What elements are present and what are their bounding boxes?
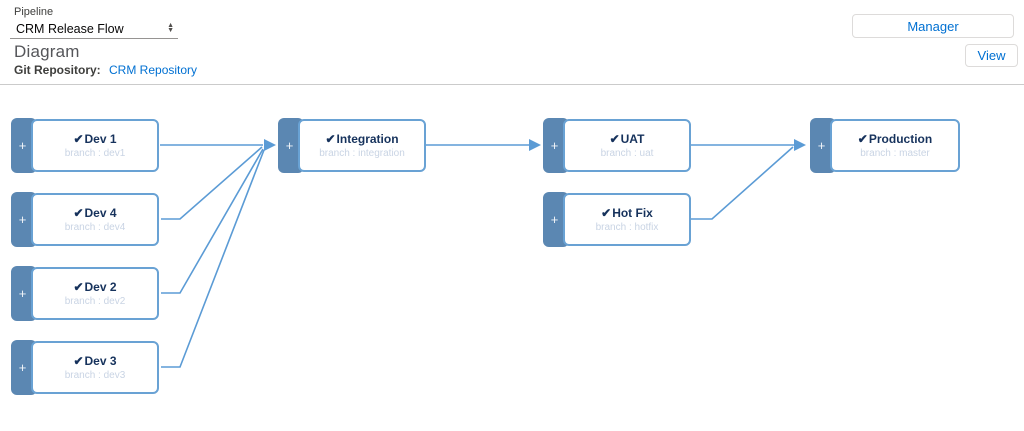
node-branch: branch : dev1: [64, 147, 126, 159]
manager-button[interactable]: Manager: [852, 14, 1014, 38]
arrowhead-production: [794, 139, 806, 151]
check-icon: ✔: [73, 205, 84, 220]
node-branch: branch : master: [860, 147, 930, 159]
check-icon: ✔: [73, 279, 84, 294]
edge-dev3-integration: [161, 149, 265, 368]
node-branch: branch : hotfix: [595, 221, 659, 233]
pipeline-node-uat[interactable]: + ✔UAT branch : uat: [543, 118, 691, 173]
pipeline-diagram-canvas: + ✔Dev 1 branch : dev1 + ✔Dev 4 branch :…: [0, 85, 1024, 431]
git-repository-label: Git Repository:: [14, 63, 101, 77]
plus-icon: +: [817, 138, 826, 153]
node-title: Dev 1: [84, 131, 117, 146]
check-icon: ✔: [325, 131, 336, 146]
node-body[interactable]: ✔Dev 4 branch : dev4: [31, 193, 159, 246]
node-body[interactable]: ✔Dev 3 branch : dev3: [31, 341, 159, 394]
plus-icon: +: [285, 138, 294, 153]
pipeline-select[interactable]: CRM Release Flow ▲ ▼: [10, 20, 178, 39]
sort-down-glyph: ▼: [167, 27, 174, 34]
node-body[interactable]: ✔Dev 2 branch : dev2: [31, 267, 159, 320]
pipeline-select-value: CRM Release Flow: [16, 22, 124, 36]
pipeline-node-hotfix[interactable]: + ✔Hot Fix branch : hotfix: [543, 192, 691, 247]
pipeline-node-dev4[interactable]: + ✔Dev 4 branch : dev4: [11, 192, 159, 247]
node-title: Production: [868, 131, 933, 146]
pipeline-label: Pipeline: [14, 6, 54, 18]
node-title: Dev 3: [84, 353, 117, 368]
sort-up-glyph: ▲: [167, 22, 174, 29]
pipeline-node-production[interactable]: + ✔Production branch : master: [810, 118, 960, 173]
page-title: Diagram: [14, 42, 80, 61]
node-branch: branch : uat: [600, 147, 654, 159]
node-title: Dev 2: [84, 279, 117, 294]
node-body[interactable]: ✔UAT branch : uat: [563, 119, 691, 172]
node-title: Hot Fix: [612, 205, 653, 220]
check-icon: ✔: [601, 205, 612, 220]
check-icon: ✔: [73, 353, 84, 368]
node-branch: branch : dev4: [64, 221, 126, 233]
plus-icon: +: [18, 360, 27, 375]
pipeline-node-integration[interactable]: + ✔Integration branch : integration: [278, 118, 426, 173]
plus-icon: +: [550, 212, 559, 227]
node-title: Dev 4: [84, 205, 117, 220]
edge-hotfix-production: [691, 146, 794, 220]
plus-icon: +: [18, 212, 27, 227]
node-branch: branch : integration: [319, 147, 405, 159]
node-title: UAT: [620, 131, 645, 146]
pipeline-node-dev1[interactable]: + ✔Dev 1 branch : dev1: [11, 118, 159, 173]
sort-arrows-icon: ▲ ▼: [167, 22, 174, 34]
check-icon: ✔: [857, 131, 868, 146]
check-icon: ✔: [73, 131, 84, 146]
node-body[interactable]: ✔Production branch : master: [830, 119, 960, 172]
edge-dev2-integration: [161, 148, 264, 294]
header-divider: [0, 84, 1024, 85]
edge-dev4-integration: [161, 146, 263, 220]
node-body[interactable]: ✔Hot Fix branch : hotfix: [563, 193, 691, 246]
plus-icon: +: [18, 138, 27, 153]
plus-icon: +: [550, 138, 559, 153]
pipeline-node-dev2[interactable]: + ✔Dev 2 branch : dev2: [11, 266, 159, 321]
git-repository-row: Git Repository: CRM Repository: [14, 63, 197, 77]
view-button[interactable]: View: [965, 44, 1018, 67]
pipeline-node-dev3[interactable]: + ✔Dev 3 branch : dev3: [11, 340, 159, 395]
node-branch: branch : dev2: [64, 295, 126, 307]
node-body[interactable]: ✔Integration branch : integration: [298, 119, 426, 172]
page-header: Pipeline CRM Release Flow ▲ ▼ Manager Di…: [0, 0, 1024, 84]
node-title: Integration: [336, 131, 399, 146]
arrowhead-uat: [529, 139, 541, 151]
plus-icon: +: [18, 286, 27, 301]
node-body[interactable]: ✔Dev 1 branch : dev1: [31, 119, 159, 172]
check-icon: ✔: [609, 131, 620, 146]
git-repository-link[interactable]: CRM Repository: [109, 63, 198, 77]
arrowhead-integration: [264, 139, 276, 151]
node-branch: branch : dev3: [64, 369, 126, 381]
